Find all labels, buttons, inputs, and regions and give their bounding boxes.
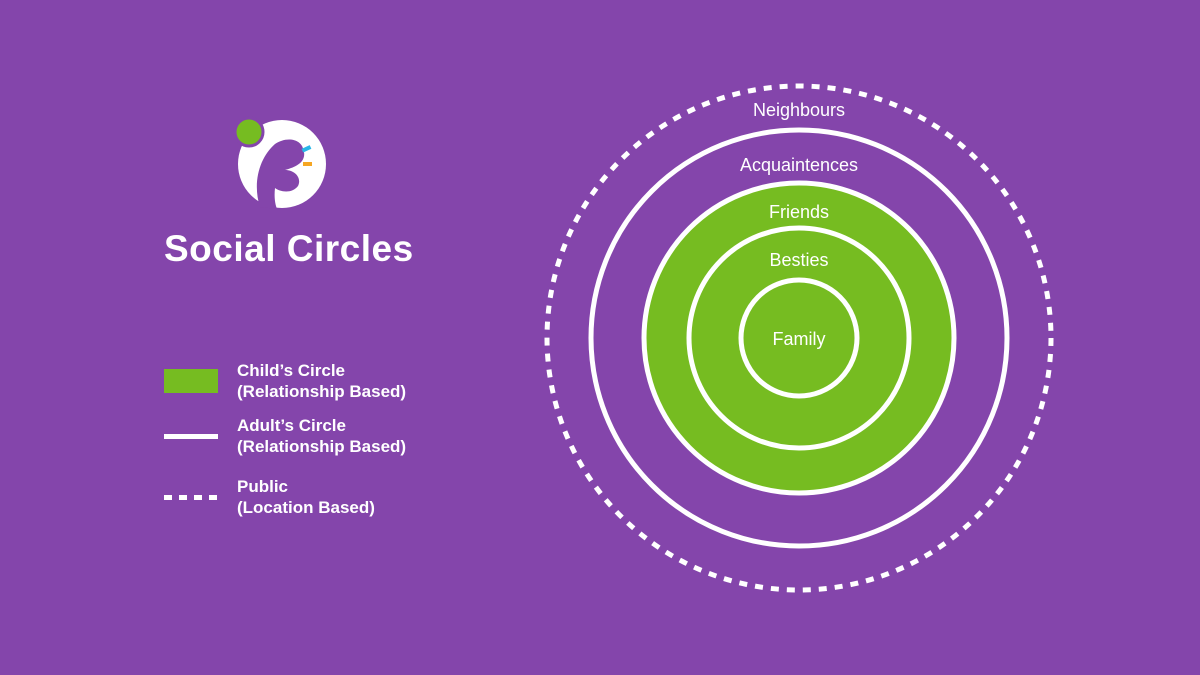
legend-public: Public (Location Based) bbox=[164, 476, 375, 518]
legend-label: Public bbox=[237, 477, 289, 496]
family-label: Family bbox=[773, 329, 826, 349]
page-title: Social Circles bbox=[164, 228, 414, 269]
legend-sublabel: (Relationship Based) bbox=[237, 382, 407, 401]
neighbours-label: Neighbours bbox=[753, 100, 845, 120]
friends-label: Friends bbox=[769, 202, 829, 222]
dashed-line-swatch bbox=[164, 494, 218, 500]
legend-sublabel: (Location Based) bbox=[237, 498, 375, 517]
green-swatch bbox=[164, 369, 218, 393]
neighbours-circle bbox=[544, 83, 1054, 593]
logo-icon bbox=[233, 116, 326, 209]
legend-child-circle: Child’s Circle (Relationship Based) bbox=[164, 360, 406, 402]
acquaintences-label: Acquaintences bbox=[740, 155, 858, 175]
legend-label: Child’s Circle bbox=[237, 361, 346, 380]
legend-adult-circle: Adult’s Circle (Relationship Based) bbox=[164, 415, 406, 457]
family-circle bbox=[738, 277, 860, 399]
solid-line-swatch bbox=[164, 433, 218, 439]
acquaintences-circle bbox=[588, 127, 1010, 549]
legend-label: Adult’s Circle bbox=[237, 416, 346, 435]
besties-label: Besties bbox=[769, 250, 828, 270]
legend-sublabel: (Relationship Based) bbox=[237, 437, 407, 456]
besties-circle bbox=[686, 225, 912, 451]
